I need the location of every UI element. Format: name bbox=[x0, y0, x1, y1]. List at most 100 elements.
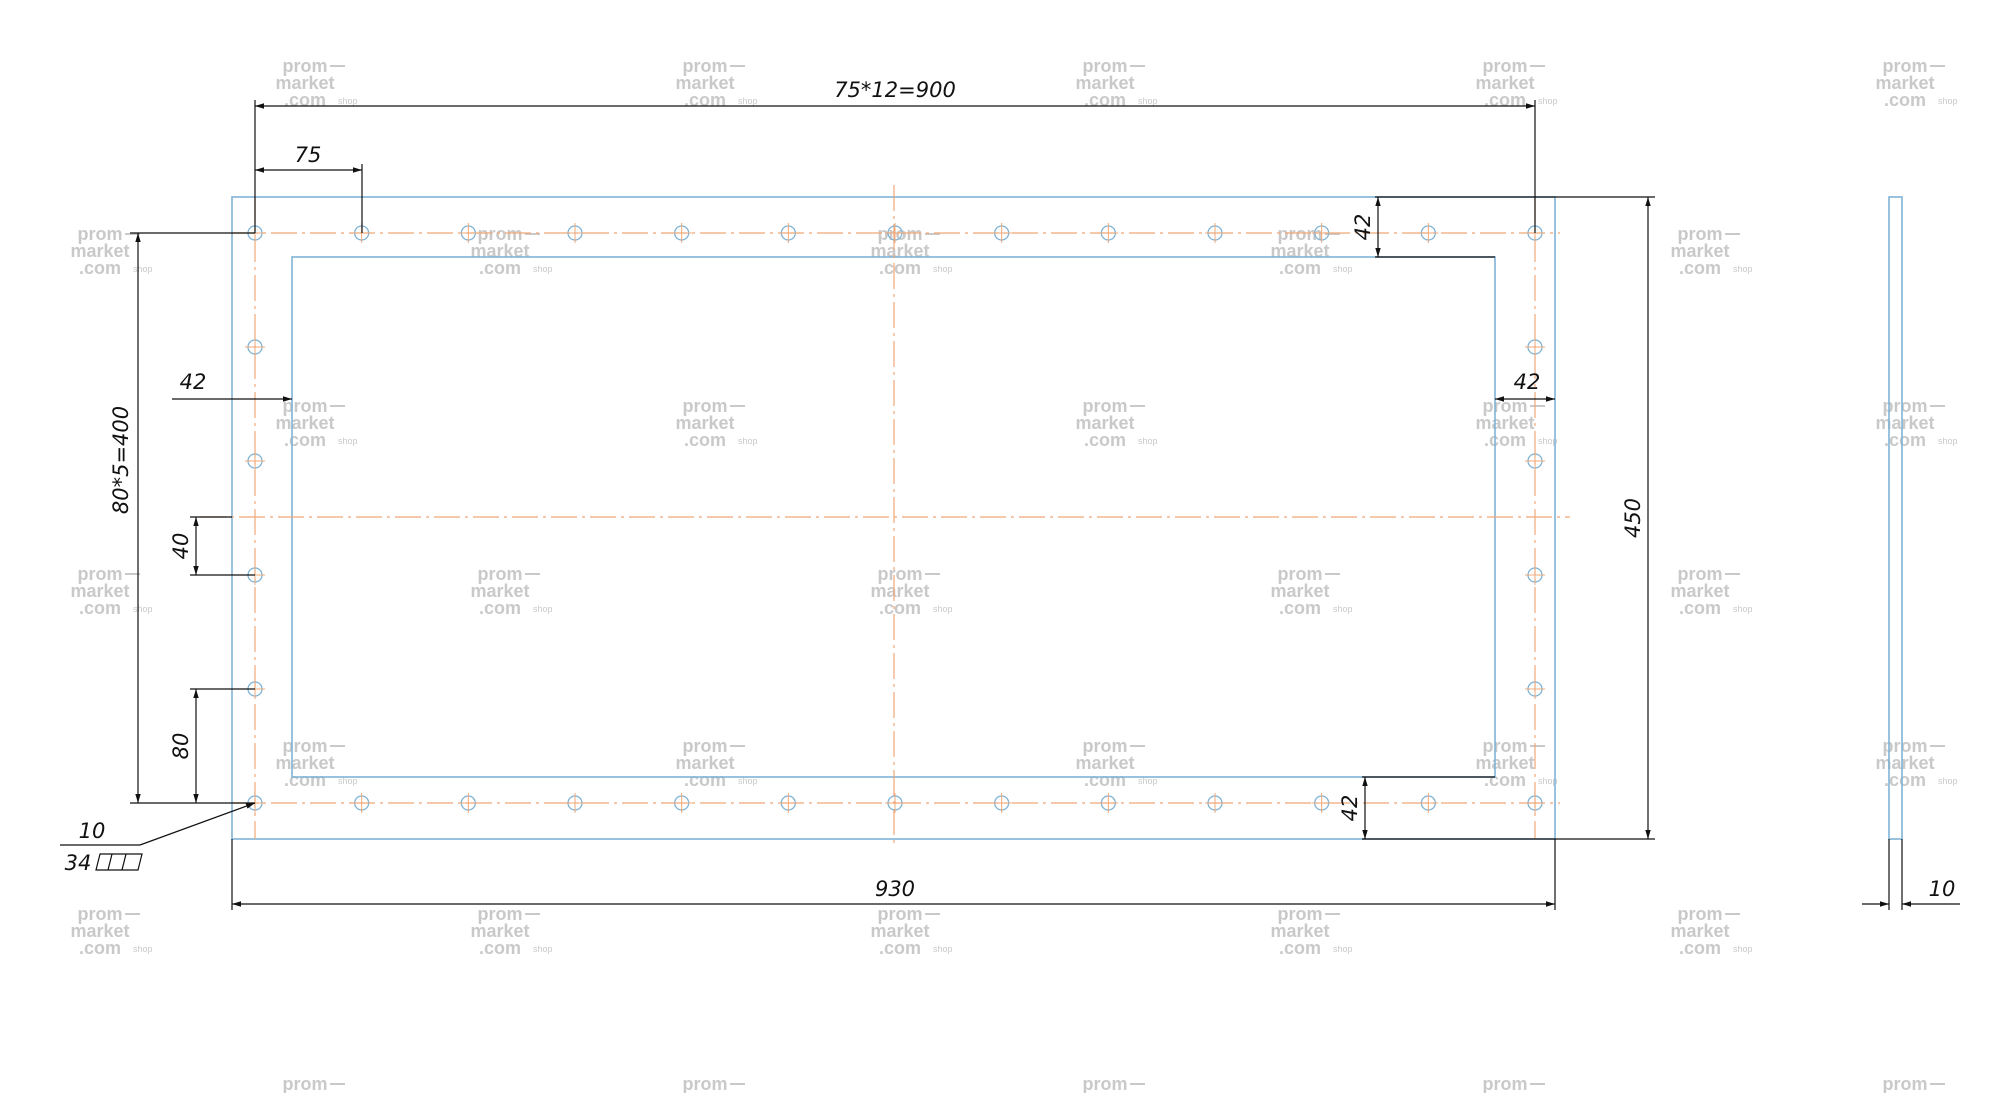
watermark-text: .com bbox=[1884, 430, 1926, 450]
watermark-suffix: shop bbox=[933, 604, 953, 614]
watermark-suffix: shop bbox=[133, 944, 153, 954]
watermark-text: prom bbox=[1883, 56, 1928, 76]
watermark-text: market bbox=[470, 921, 529, 941]
watermark-text: market bbox=[870, 921, 929, 941]
hole-symbol-line-a bbox=[107, 853, 113, 871]
watermark-text: .com bbox=[79, 938, 121, 958]
label-overall-width: 930 bbox=[875, 877, 915, 901]
watermark-text: .com bbox=[879, 938, 921, 958]
watermark-suffix: shop bbox=[1138, 776, 1158, 786]
label-offset-bottom: 42 bbox=[1338, 795, 1362, 822]
watermark-text: .com bbox=[1084, 770, 1126, 790]
watermark-text: .com bbox=[79, 598, 121, 618]
watermark-text: market bbox=[1475, 73, 1534, 93]
watermark-text: prom bbox=[683, 1074, 728, 1093]
watermark-text: .com bbox=[1484, 770, 1526, 790]
watermark-text: prom bbox=[878, 564, 923, 584]
watermark-text: market bbox=[470, 581, 529, 601]
watermark-text: prom bbox=[283, 736, 328, 756]
watermark-text: prom bbox=[78, 224, 123, 244]
watermark-text: prom bbox=[1083, 1074, 1128, 1093]
watermark-text: market bbox=[870, 581, 929, 601]
watermark-suffix: shop bbox=[1538, 96, 1558, 106]
watermark-suffix: shop bbox=[738, 436, 758, 446]
watermark-text: .com bbox=[479, 938, 521, 958]
watermark-text: .com bbox=[1484, 90, 1526, 110]
watermark-text: .com bbox=[684, 90, 726, 110]
hole-symbol bbox=[95, 853, 143, 871]
watermark-text: .com bbox=[1884, 770, 1926, 790]
watermark-text: prom bbox=[1678, 224, 1723, 244]
watermark-suffix: shop bbox=[738, 776, 758, 786]
watermark-text: market bbox=[1475, 1091, 1534, 1093]
watermark-text: prom bbox=[283, 56, 328, 76]
watermark-text: prom bbox=[683, 396, 728, 416]
watermark-text: market bbox=[1670, 581, 1729, 601]
watermark-suffix: shop bbox=[1938, 96, 1958, 106]
label-hole-pitch-total: 75*12=900 bbox=[834, 78, 956, 102]
label-offset-top: 42 bbox=[1351, 214, 1375, 241]
watermark-text: market bbox=[1075, 73, 1134, 93]
watermark-text: .com bbox=[284, 770, 326, 790]
watermark-text: market bbox=[1875, 73, 1934, 93]
watermark-suffix: shop bbox=[133, 604, 153, 614]
watermark-suffix: shop bbox=[533, 264, 553, 274]
watermark-suffix: shop bbox=[1333, 944, 1353, 954]
watermark-text: .com bbox=[879, 598, 921, 618]
watermark-text: market bbox=[1875, 413, 1934, 433]
watermark-text: prom bbox=[683, 56, 728, 76]
watermark-text: .com bbox=[1084, 430, 1126, 450]
watermark-text: .com bbox=[684, 430, 726, 450]
watermark-suffix: shop bbox=[1733, 944, 1753, 954]
watermark-text: prom bbox=[1883, 1074, 1928, 1093]
watermark-text: market bbox=[1075, 1091, 1134, 1093]
watermark-text: prom bbox=[1083, 56, 1128, 76]
watermark-text: market bbox=[1075, 753, 1134, 773]
watermark-suffix: shop bbox=[338, 776, 358, 786]
label-hole-pitch: 75 bbox=[295, 143, 322, 167]
watermark-suffix: shop bbox=[1938, 776, 1958, 786]
watermark-text: market bbox=[275, 753, 334, 773]
watermark-text: prom bbox=[1883, 396, 1928, 416]
centerlines bbox=[200, 185, 1570, 845]
watermark-suffix: shop bbox=[1138, 96, 1158, 106]
hole-symbol-box bbox=[95, 853, 143, 871]
watermark-text: market bbox=[1270, 581, 1329, 601]
watermark-text: market bbox=[675, 1091, 734, 1093]
watermark-text: .com bbox=[1084, 90, 1126, 110]
watermark-text: .com bbox=[879, 258, 921, 278]
watermark-text: market bbox=[1270, 241, 1329, 261]
watermark-suffix: shop bbox=[1538, 436, 1558, 446]
watermark-text: market bbox=[675, 753, 734, 773]
watermark-text: .com bbox=[1279, 938, 1321, 958]
watermark-text: prom bbox=[1483, 56, 1528, 76]
watermark-text: .com bbox=[79, 258, 121, 278]
watermark-text: market bbox=[1475, 413, 1534, 433]
watermark-text: prom bbox=[1678, 904, 1723, 924]
watermark-text: market bbox=[1670, 241, 1729, 261]
bolt-holes bbox=[245, 223, 1545, 813]
watermark-text: .com bbox=[284, 90, 326, 110]
watermark-text: prom bbox=[1483, 736, 1528, 756]
